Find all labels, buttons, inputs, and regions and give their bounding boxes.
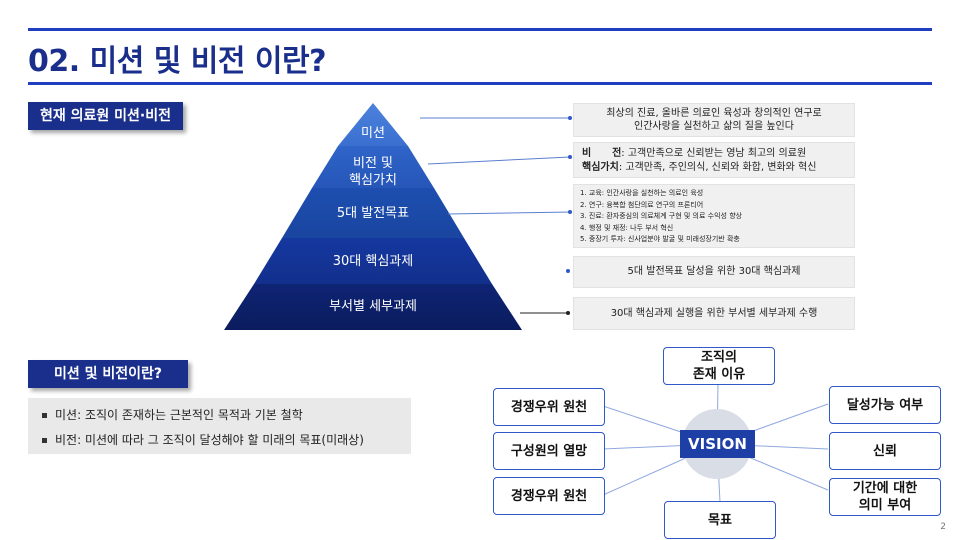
definition-item-vision: 비전: 미션에 따라 그 조직이 달성해야 할 미래의 목표(미래상) bbox=[42, 431, 364, 448]
definition-tag: 미션 및 비전이란? bbox=[28, 360, 188, 388]
vision-core-values-description: 비 전: 고객만족으로 신뢰받는 영남 최고의 의료원 핵심가치: 고객만족, … bbox=[573, 142, 855, 178]
definition-box: 미션: 조직이 존재하는 근본적인 목적과 기본 철학 비전: 미션에 따라 그… bbox=[28, 398, 411, 454]
goal-item: 1. 교육: 인간사랑을 실천하는 의료인 육성 bbox=[580, 189, 704, 197]
mission-line-1: 최상의 진료, 올바른 의료인 육성과 창의적인 연구로 bbox=[606, 108, 822, 119]
definition-vision-text: 비전: 미션에 따라 그 조직이 달성해야 할 미래의 목표(미래상) bbox=[55, 433, 364, 447]
pyramid-level-goals bbox=[282, 188, 464, 238]
definition-mission-text: 미션: 조직이 존재하는 근본적인 목적과 기본 철학 bbox=[55, 408, 303, 422]
top-rule bbox=[28, 28, 932, 31]
node-time-meaning: 기간에 대한 의미 부여 bbox=[829, 478, 941, 516]
goal-item: 3. 진료: 환자중심의 의료체계 구현 및 의료 수익성 향상 bbox=[580, 212, 743, 220]
page-title: 02. 미션 및 비전 이란? bbox=[28, 44, 327, 79]
development-goals-description: 1. 교육: 인간사랑을 실천하는 의료인 육성 2. 연구: 융복합 첨단의료… bbox=[573, 184, 855, 248]
node-reason-for-existence: 조직의 존재 이유 bbox=[663, 347, 775, 385]
definition-item-mission: 미션: 조직이 존재하는 근본적인 목적과 기본 철학 bbox=[42, 406, 303, 423]
core-tasks-description: 5대 발전목표 달성을 위한 30대 핵심과제 bbox=[573, 256, 855, 288]
pyramid-label-vision: 비전 및 핵심가치 bbox=[349, 156, 397, 188]
pyramid-level-vision bbox=[312, 146, 434, 188]
page-number: 2 bbox=[940, 522, 946, 532]
pyramid-level-dept-tasks bbox=[224, 284, 522, 330]
pyramid-label-mission: 미션 bbox=[361, 126, 385, 141]
current-mission-vision-tag: 현재 의료원 미션·비전 bbox=[28, 102, 183, 130]
goal-item: 2. 연구: 융복합 첨단의료 연구의 프론티어 bbox=[580, 200, 704, 209]
vision-center-label: VISION bbox=[688, 435, 747, 453]
vision-label: 비 전 bbox=[582, 148, 622, 159]
bullet-icon bbox=[42, 413, 47, 418]
pyramid-label-dept-tasks: 부서별 세부과제 bbox=[329, 299, 417, 314]
dept-tasks-text: 30대 핵심과제 실행을 위한 부서별 세부과제 수행 bbox=[610, 308, 818, 319]
pyramid-label-core-tasks: 30대 핵심과제 bbox=[332, 254, 414, 269]
dept-tasks-description: 30대 핵심과제 실행을 위한 부서별 세부과제 수행 bbox=[573, 297, 855, 330]
pyramid-level-mission bbox=[338, 103, 408, 146]
mission-description: 최상의 진료, 올바른 의료인 육성과 창의적인 연구로 인간사랑을 실천하고 … bbox=[573, 103, 855, 137]
bullet-icon bbox=[42, 438, 47, 443]
pyramid-connectors bbox=[420, 116, 573, 315]
goal-item: 4. 행정 및 재정: 나두 부서 혁신 bbox=[580, 223, 674, 232]
vision-center-box bbox=[680, 430, 755, 458]
node-member-aspiration: 구성원의 열망 bbox=[493, 432, 605, 470]
core-values-text: : 고객만족, 주인의식, 신뢰와 화합, 변화와 혁신 bbox=[618, 162, 817, 173]
vision-text: : 고객만족으로 신뢰받는 영남 최고의 의료원 bbox=[621, 148, 807, 159]
node-trust: 신뢰 bbox=[829, 432, 941, 470]
node-achievability: 달성가능 여부 bbox=[829, 386, 941, 424]
core-tasks-text: 5대 발전목표 달성을 위한 30대 핵심과제 bbox=[627, 266, 801, 277]
node-competitive-advantage-1: 경쟁우위 원천 bbox=[493, 388, 605, 426]
node-goal: 목표 bbox=[664, 501, 776, 539]
mission-line-2: 인간사랑을 실천하고 삶의 질을 높인다 bbox=[634, 121, 794, 132]
core-values-label: 핵심가치 bbox=[582, 162, 619, 173]
goal-item: 5. 중장기 투자: 신사업분야 발굴 및 미래성장기반 확충 bbox=[580, 235, 740, 243]
vision-diagram-lines bbox=[602, 383, 829, 503]
pyramid-level-core-tasks bbox=[254, 238, 492, 284]
pyramid-label-goals: 5대 발전목표 bbox=[336, 206, 410, 221]
node-competitive-advantage-2: 경쟁우위 원천 bbox=[493, 477, 605, 515]
pyramid-diagram bbox=[224, 103, 522, 330]
title-underline bbox=[28, 82, 932, 85]
